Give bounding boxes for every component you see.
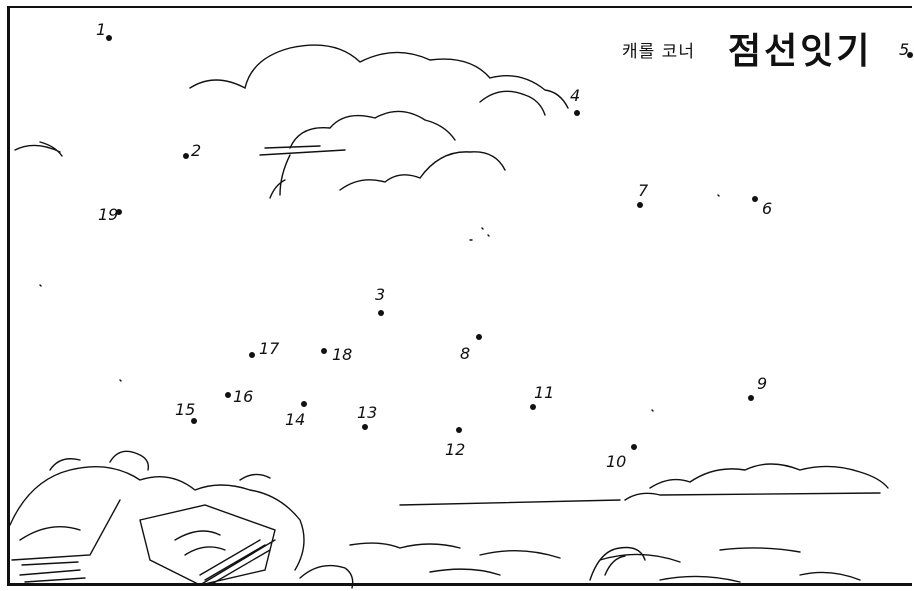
dot-5 bbox=[907, 52, 913, 58]
page-title: 점선잇기 bbox=[728, 31, 873, 72]
dot-15 bbox=[191, 418, 197, 424]
dot-label-3: 3 bbox=[375, 285, 386, 304]
sea-waves bbox=[349, 499, 861, 583]
dot-label-17: 17 bbox=[259, 339, 280, 358]
dot-label-14: 14 bbox=[285, 410, 306, 429]
dot-label-12: 12 bbox=[445, 440, 466, 459]
dot-label-15: 15 bbox=[175, 400, 196, 419]
title-subtitle: 캐롤 코너 bbox=[622, 42, 695, 62]
dot-2 bbox=[183, 153, 189, 159]
dot-16 bbox=[225, 392, 231, 398]
dot-label-18: 18 bbox=[332, 345, 353, 364]
dot-label-1: 1 bbox=[96, 20, 107, 39]
dot-18 bbox=[321, 348, 327, 354]
dot-19 bbox=[116, 209, 122, 215]
dot-6 bbox=[752, 196, 758, 202]
dot-14 bbox=[301, 401, 307, 407]
dot-4 bbox=[574, 110, 580, 116]
cloud-top bbox=[189, 44, 569, 109]
dot-8 bbox=[476, 334, 482, 340]
dot-3 bbox=[378, 310, 384, 316]
dot-11 bbox=[530, 404, 536, 410]
dot-label-16: 16 bbox=[233, 387, 254, 406]
dot-label-7: 7 bbox=[638, 181, 649, 200]
cloud-left bbox=[14, 141, 63, 157]
dot-7 bbox=[637, 202, 643, 208]
dot-17 bbox=[249, 352, 255, 358]
page-frame bbox=[7, 6, 912, 586]
dot-label-8: 8 bbox=[460, 344, 471, 363]
dot-label-11: 11 bbox=[534, 383, 555, 402]
rocks bbox=[9, 465, 305, 586]
dot-10 bbox=[631, 444, 637, 450]
dot-13 bbox=[362, 424, 368, 430]
dot-9 bbox=[748, 395, 754, 401]
cloud-horizon bbox=[649, 463, 889, 489]
cloud-middle bbox=[289, 110, 456, 149]
dot-label-9: 9 bbox=[757, 374, 768, 393]
dot-label-2: 2 bbox=[191, 141, 202, 160]
dot-label-10: 10 bbox=[606, 452, 627, 471]
dot-label-5: 5 bbox=[899, 40, 910, 59]
dot-label-4: 4 bbox=[570, 86, 581, 105]
dot-12 bbox=[456, 427, 462, 433]
dot-label-19: 19 bbox=[98, 205, 119, 224]
dot-label-13: 13 bbox=[357, 403, 378, 422]
dot-label-6: 6 bbox=[762, 199, 773, 218]
dot-1 bbox=[106, 35, 112, 41]
